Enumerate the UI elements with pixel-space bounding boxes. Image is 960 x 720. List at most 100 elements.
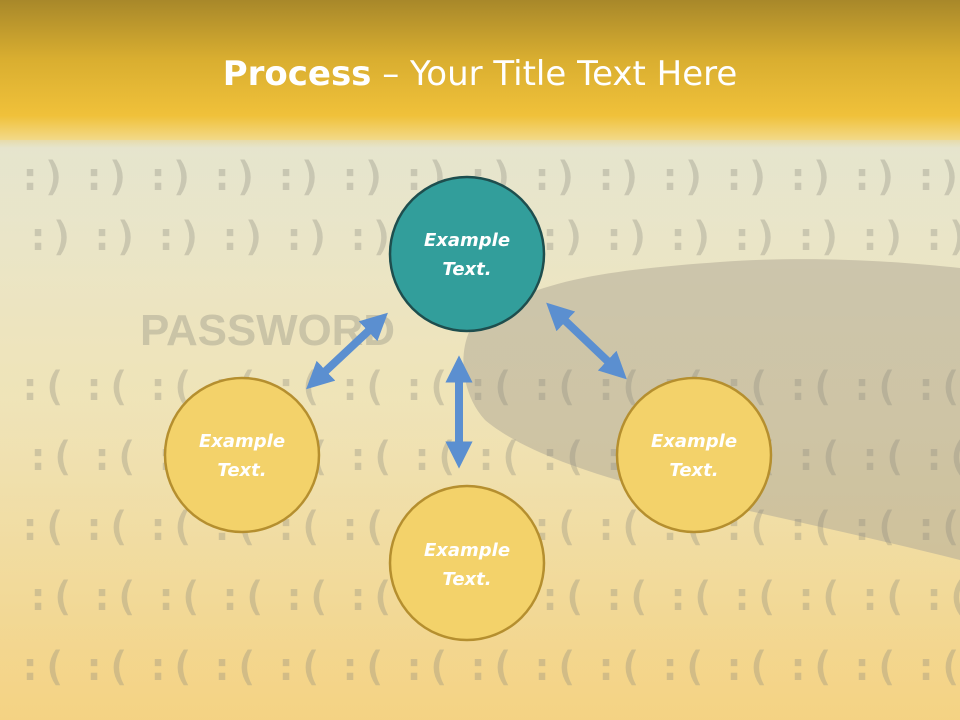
background-emoticon: :(: [146, 504, 194, 550]
background-emoticon: :(: [594, 644, 642, 690]
arrow-top-right: [546, 302, 627, 380]
title-bold: Process: [222, 54, 372, 94]
slide-title: Process – Your Title Text Here: [0, 52, 960, 96]
arrow-top-left: [306, 312, 388, 390]
background-emoticon: :(: [658, 644, 706, 690]
background-emoticon: :): [154, 214, 202, 260]
node-label-line2: Text.: [669, 460, 718, 481]
background-emoticon: :(: [922, 434, 960, 480]
node-label-line1: Example: [651, 431, 737, 452]
background-emoticon: :): [26, 214, 74, 260]
background-emoticon: :(: [82, 644, 130, 690]
background-emoticon: :): [658, 154, 706, 200]
background-emoticon: :): [282, 214, 330, 260]
background-emoticon: :(: [338, 504, 386, 550]
background-emoticon: :(: [922, 574, 960, 620]
background-emoticon: :): [530, 154, 578, 200]
background-emoticon: :(: [154, 574, 202, 620]
background-emoticon: :(: [914, 644, 960, 690]
background-emoticon: :(: [82, 364, 130, 410]
background-emoticon: :(: [730, 574, 778, 620]
background-emoticon: :(: [914, 364, 960, 410]
background-emoticon: :(: [18, 364, 66, 410]
background-emoticon: :(: [722, 644, 770, 690]
background-emoticon: :(: [466, 644, 514, 690]
background-emoticon: :(: [474, 434, 522, 480]
background-emoticon: :(: [794, 434, 842, 480]
background-emoticon: :(: [26, 434, 74, 480]
background-emoticon: :(: [274, 644, 322, 690]
node-top: Example Text.: [388, 175, 546, 333]
node-bottom: Example Text.: [388, 484, 546, 642]
background-emoticon: :): [338, 154, 386, 200]
background-emoticon: :(: [26, 574, 74, 620]
background-emoticon: :(: [90, 574, 138, 620]
background-emoticon: :): [602, 214, 650, 260]
background-emoticon: :(: [282, 574, 330, 620]
background-emoticon: :(: [850, 644, 898, 690]
background-emoticon: :(: [82, 504, 130, 550]
node-circle: [163, 376, 321, 534]
background-emoticon: :(: [402, 364, 450, 410]
background-emoticon: :): [218, 214, 266, 260]
background-emoticon: :): [274, 154, 322, 200]
background-emoticon: :): [90, 214, 138, 260]
node-circle: [388, 175, 546, 333]
background-emoticon: :(: [794, 574, 842, 620]
background-emoticon: :): [850, 154, 898, 200]
background-emoticon: :): [914, 154, 960, 200]
background-emoticon: :(: [850, 364, 898, 410]
background-emoticon: :(: [466, 364, 514, 410]
background-emoticon: :(: [538, 574, 586, 620]
background-emoticon: :(: [786, 644, 834, 690]
background-emoticon: :(: [18, 504, 66, 550]
background-emoticon: :(: [858, 574, 906, 620]
title-band: [0, 0, 960, 148]
background-emoticon: :(: [858, 434, 906, 480]
background-emoticon: :(: [338, 644, 386, 690]
background-emoticon: :(: [402, 644, 450, 690]
background-emoticon: :): [794, 214, 842, 260]
background-emoticon: :(: [18, 644, 66, 690]
background-emoticon: :(: [346, 574, 394, 620]
node-left: Example Text.: [163, 376, 321, 534]
node-circle: [388, 484, 546, 642]
background-emoticon: :(: [914, 504, 960, 550]
background-emoticon: :(: [346, 434, 394, 480]
background-emoticon: :): [82, 154, 130, 200]
node-circle: [615, 376, 773, 534]
background-emoticon: :(: [530, 644, 578, 690]
background-emoticon: :(: [850, 504, 898, 550]
node-right: Example Text.: [615, 376, 773, 534]
node-label-line2: Text.: [442, 569, 491, 590]
background-emoticon: :): [594, 154, 642, 200]
background-emoticon: :(: [594, 504, 642, 550]
background-emoticon: :): [786, 154, 834, 200]
background-emoticon: :): [666, 214, 714, 260]
background-emoticon: :(: [218, 574, 266, 620]
background-emoticon: :(: [90, 434, 138, 480]
background-emoticon: :(: [786, 504, 834, 550]
background-emoticon: :): [146, 154, 194, 200]
background-emoticon: :(: [786, 364, 834, 410]
background-emoticon: :(: [146, 644, 194, 690]
background-emoticon: :): [538, 214, 586, 260]
background-emoticon: :): [18, 154, 66, 200]
background-emoticon: :(: [210, 644, 258, 690]
background-emoticon: :(: [538, 434, 586, 480]
background-emoticon: :): [922, 214, 960, 260]
background-emoticon: :): [730, 214, 778, 260]
node-label-line2: Text.: [217, 460, 266, 481]
background-emoticon: :(: [602, 574, 650, 620]
node-label-line1: Example: [424, 230, 510, 251]
background-emoticon: :): [210, 154, 258, 200]
node-label-line1: Example: [199, 431, 285, 452]
background-emoticon: :): [858, 214, 906, 260]
background-emoticon: :(: [666, 574, 714, 620]
node-label-line1: Example: [424, 540, 510, 561]
background-emoticon: :): [346, 214, 394, 260]
title-rest: – Your Title Text Here: [371, 54, 738, 94]
node-label-line2: Text.: [442, 259, 491, 280]
